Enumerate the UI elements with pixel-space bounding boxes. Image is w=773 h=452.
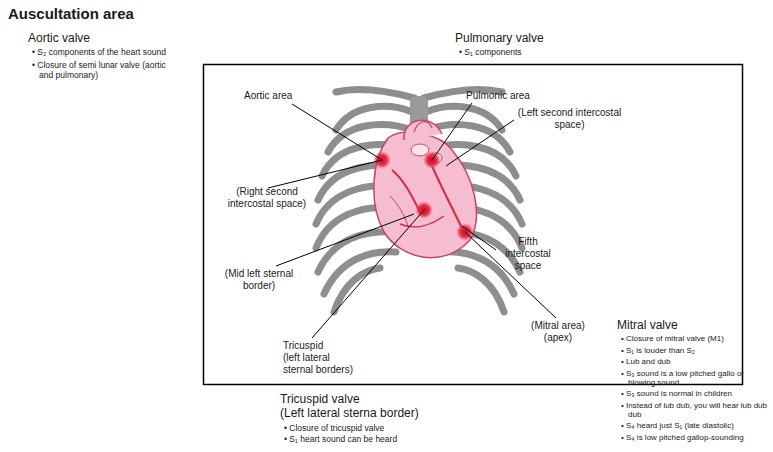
location-label: (left lateral sternal borders) — [283, 352, 361, 376]
diagram-title: Auscultation area — [8, 5, 134, 23]
leader-line — [268, 160, 382, 188]
bullet-note: • Lub and dub — [621, 357, 771, 367]
valve-heading: Mitral valve — [617, 318, 678, 332]
area-label: Aortic area — [244, 90, 292, 102]
bullet-note: • S₁ heart sound can be heard — [284, 434, 484, 444]
area-label: Pulmonic area — [466, 90, 530, 102]
leader-line — [312, 210, 424, 338]
leader-line — [446, 120, 514, 166]
bullet-note: • Instead of lub dub, you will hear lub … — [621, 401, 771, 420]
bullet-note: • S₂ components of the heart sound — [32, 47, 232, 57]
valve-heading: Pulmonary valve — [455, 31, 544, 45]
location-label: (Right second intercostal space) — [212, 186, 322, 210]
leader-line — [292, 104, 382, 160]
location-label: Fifth intercostal space — [497, 236, 559, 272]
valve-heading: Tricuspid valve — [280, 392, 360, 406]
heart-marking — [392, 170, 420, 212]
valve-heading: Aortic valve — [28, 31, 90, 45]
bullet-note: • Closure of semi lunar valve (aortic an… — [32, 60, 172, 80]
location-label: (Left second intercostal space) — [517, 107, 622, 131]
leader-line — [465, 232, 556, 318]
area-label: (Mitral area) (apex) — [518, 320, 598, 344]
bullet-note: • S₁ is louder than S₂ — [621, 346, 771, 356]
bullet-note: • Closure of mitral valve (M1) — [621, 334, 771, 344]
heart-marking — [432, 166, 462, 228]
leader-line — [432, 103, 472, 160]
heart — [374, 132, 477, 257]
location-label: (Mid left sternal border) — [218, 268, 300, 292]
aortic-arch — [404, 120, 442, 140]
valve-subheading: (Left lateral sterna border) — [280, 406, 419, 420]
bullet-note: • Closure of tricuspid valve — [284, 423, 484, 433]
bullet-note: • S₄ heard just S₁ (late diastolic) — [621, 421, 771, 431]
area-label: Tricuspid — [283, 340, 323, 352]
bullet-note: • S₃ sound is normal in children — [621, 389, 771, 399]
bullet-note: • S₁ components — [459, 47, 659, 57]
leader-line — [276, 214, 414, 266]
leader-line — [462, 226, 496, 250]
vessel — [414, 122, 432, 132]
bullet-note: • S₃ sound is a low pitched gallo or blo… — [621, 369, 771, 388]
bullet-note: • S₄ is low pitched gallop-sounding — [621, 433, 771, 443]
